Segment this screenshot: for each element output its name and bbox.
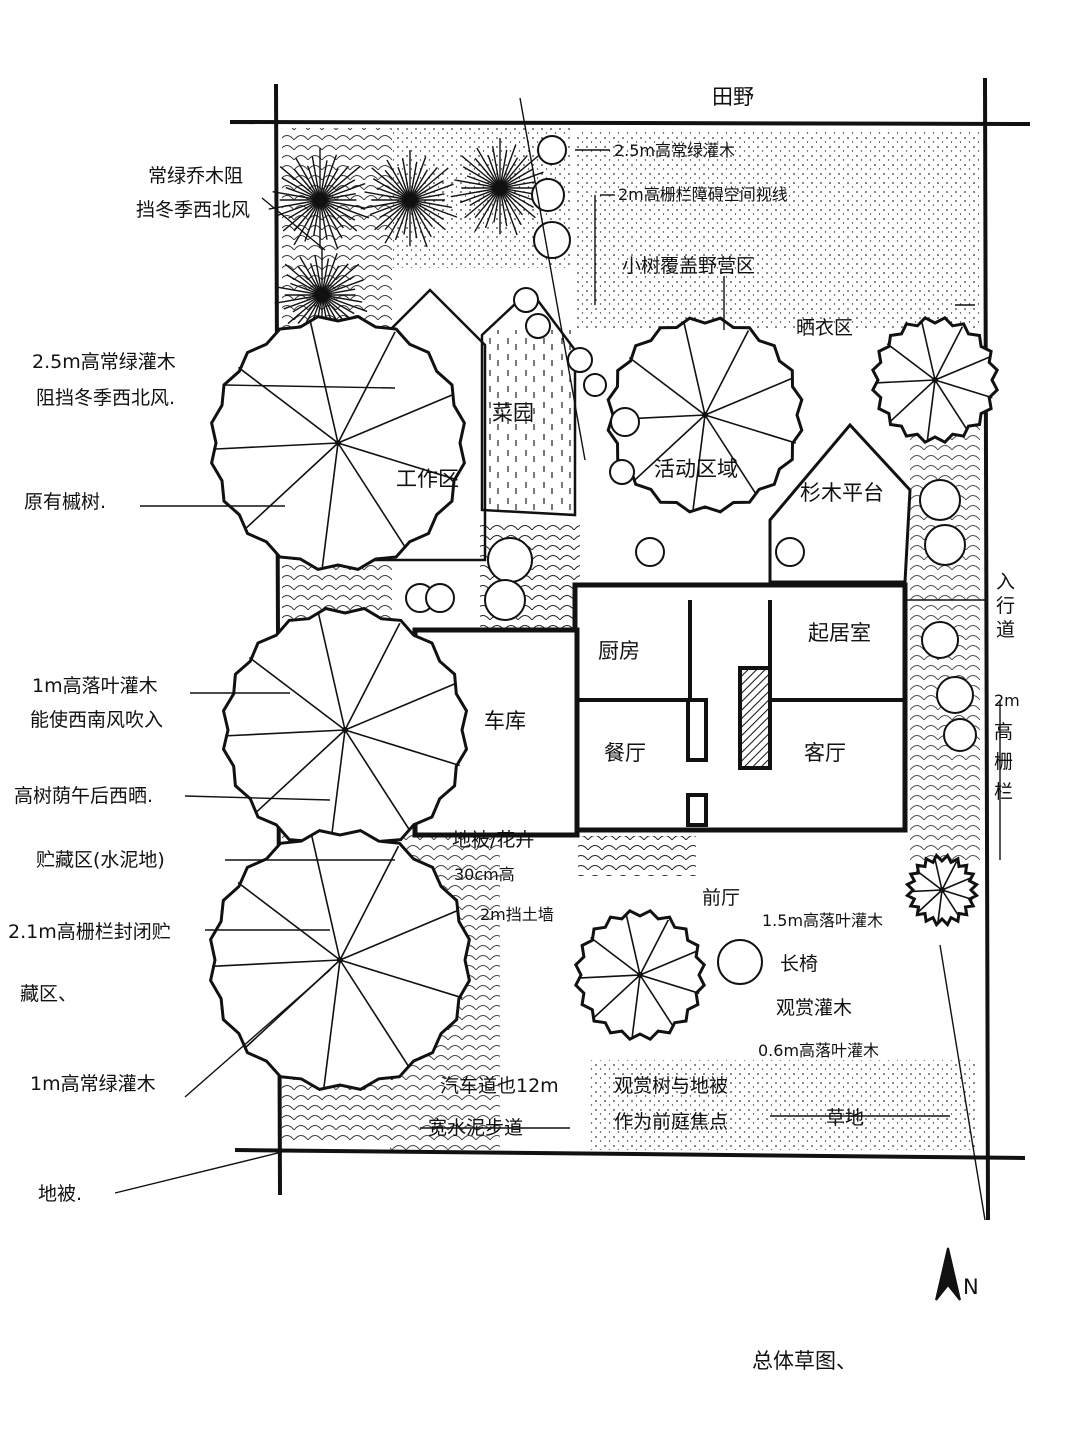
label-activity: 活动区域 [654, 457, 738, 481]
vegetable-garden [485, 330, 575, 510]
conifer-tree-icon [360, 150, 458, 248]
label-fence-2m-right-3: 栅 [994, 751, 1013, 773]
top-right-labels: 2.5m高常绿灌木 2m高栅栏障碍空间视线 小树覆盖野营区 晒衣区 入 行 道 … [614, 141, 1020, 803]
label-side-way-3: 道 [996, 619, 1015, 641]
label-paving: 地被. [38, 1183, 82, 1205]
shrub-icon [513, 287, 539, 313]
shrub-icon [609, 459, 635, 485]
shrub-icon [533, 221, 571, 259]
label-bench: 长椅 [780, 953, 818, 975]
shrub-icon [919, 479, 961, 521]
north-arrow: N [935, 1247, 979, 1301]
label-evergreen-shelter-line2: 挡冬季西北风 [136, 199, 250, 221]
label-shade-tree: 高树荫午后西晒. [14, 785, 153, 807]
label-drive-line1: 汽车道也12m [440, 1075, 559, 1097]
top-label-fields: 田野 [712, 85, 754, 109]
shrub-icon [531, 178, 565, 212]
label-fence-21m-line1: 2.1m高栅栏封闭贮 [8, 921, 171, 943]
label-entrance-line1: 观赏树与地被 [614, 1075, 728, 1097]
north-label: N [963, 1275, 979, 1299]
left-labels: 常绿乔木阻 挡冬季西北风 2.5m高常绿灌木 阻挡冬季西北风. 原有槭树. 1m… [8, 165, 250, 1205]
shrub-icon [635, 537, 665, 567]
shrub-icon [525, 313, 551, 339]
label-wild-area: 小树覆盖野营区 [622, 255, 755, 277]
label-kitchen: 厨房 [598, 639, 640, 663]
canopy-tree-icon [904, 852, 980, 928]
label-fence-2m-right-4: 栏 [994, 781, 1013, 803]
label-fence-21m-line2: 藏区、 [20, 983, 77, 1005]
canopy-tree-icon [573, 908, 707, 1042]
shrub-icon [537, 135, 567, 165]
label-wood-deck: 杉木平台 [800, 481, 884, 505]
label-storage: 贮藏区(水泥地) [36, 849, 165, 871]
shrub-icon [924, 524, 966, 566]
label-shrub-25m-top: 2.5m高常绿灌木 [614, 141, 735, 160]
label-dining: 餐厅 [604, 741, 646, 765]
shrub-icon [425, 583, 455, 613]
label-fence-2m-top: 2m高栅栏障碍空间视线 [618, 185, 788, 204]
signature: 总体草图、 [752, 1349, 857, 1373]
vegetable-shed [480, 288, 577, 517]
label-groundcover-line2: 30cm高 [454, 865, 515, 884]
label-evergreen-shelter-line1: 常绿乔木阻 [148, 165, 243, 187]
label-shrub-06m: 0.6m高落叶灌木 [758, 1041, 879, 1060]
shrub-icon [943, 718, 977, 752]
label-living-room: 起居室 [808, 621, 871, 645]
label-deciduous-1m-line2: 能使西南风吹入 [30, 709, 163, 731]
shrub-icon [567, 347, 593, 373]
label-shrub-25m-line2: 阻挡冬季西北风. [36, 387, 175, 409]
label-retaining-wall: 2m挡土墙 [480, 905, 554, 924]
label-side-way-1: 入 [996, 571, 1015, 593]
site-labels: 菜园 工作区 活动区域 杉木平台 厨房 起居室 车库 餐厅 客厅 前厅 地被/花… [396, 401, 884, 1139]
label-entrance-line2: 作为前庭焦点 [614, 1111, 728, 1133]
shrub-icon [717, 939, 763, 985]
house-interior-walls [575, 600, 905, 827]
shrub-icon [775, 537, 805, 567]
label-fence-2m-right-1: 2m [994, 691, 1020, 710]
north-lawn [575, 130, 980, 330]
label-workshop: 工作区 [396, 467, 459, 491]
label-ornamental-shrub: 观赏灌木 [776, 997, 852, 1019]
front-lawn [590, 1060, 975, 1150]
shrub-icon [487, 537, 533, 583]
tree-layer [209, 135, 1000, 1091]
shrub-icon [936, 676, 974, 714]
leader-lines [114, 97, 1001, 1221]
label-vegetable: 菜园 [492, 401, 534, 425]
label-shrub-25m-line1: 2.5m高常绿灌木 [32, 351, 176, 373]
label-fence-2m-right-2: 高 [994, 721, 1013, 743]
shrub-icon [484, 579, 526, 621]
label-existing-maple: 原有槭树. [24, 491, 106, 513]
label-garage: 车库 [484, 709, 526, 733]
canopy-tree-icon [221, 606, 469, 854]
canopy-tree-icon [209, 829, 471, 1091]
label-foyer: 前厅 [702, 887, 740, 909]
label-shrub-15m: 1.5m高落叶灌木 [762, 911, 883, 930]
label-hall: 客厅 [804, 741, 846, 765]
wood-deck [768, 422, 912, 584]
label-side-way-2: 行 [996, 595, 1015, 617]
conifer-tree-icon [450, 138, 548, 236]
label-groundcover-line1: 地被/花卉 [452, 829, 534, 851]
canopy-tree-icon [210, 315, 466, 571]
canopy-tree-icon [870, 315, 1000, 445]
label-lawn: 草地 [826, 1107, 864, 1129]
label-drive-line2: 宽水泥步道 [428, 1117, 523, 1139]
shrub-icon [583, 373, 607, 397]
label-clothes-area: 晒衣区 [796, 317, 853, 339]
shrub-icon [610, 407, 640, 437]
conifer-tree-icon [274, 247, 368, 341]
label-deciduous-1m-line1: 1m高落叶灌木 [32, 675, 158, 697]
north-arrow-icon [935, 1247, 961, 1301]
front-bed [578, 836, 696, 876]
shrub-icon [921, 621, 959, 659]
label-evergreen-1m: 1m高常绿灌木 [30, 1073, 156, 1095]
